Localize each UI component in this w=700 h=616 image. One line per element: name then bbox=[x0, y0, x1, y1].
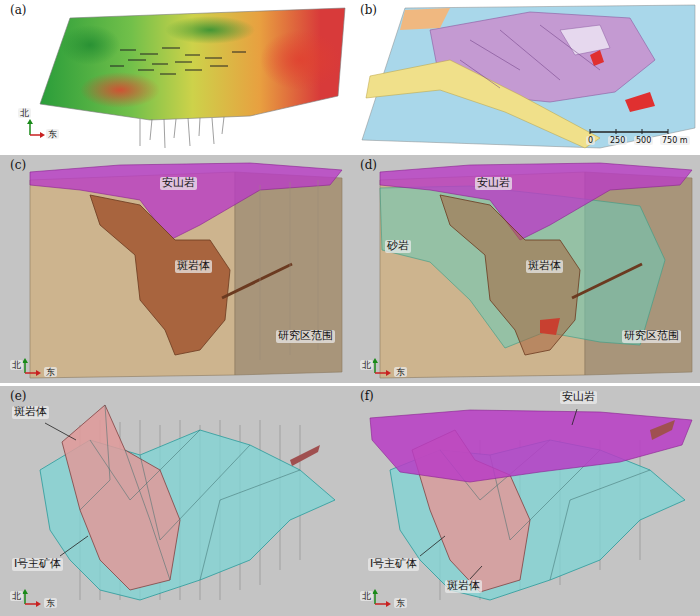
panel-label: (d) bbox=[358, 159, 379, 173]
map-label: Ⅰ号主矿体 bbox=[12, 558, 63, 571]
map-label: 北 bbox=[360, 591, 373, 601]
geological-map bbox=[362, 5, 695, 148]
panel-label: (c) bbox=[8, 159, 28, 173]
map-label: 东 bbox=[394, 598, 407, 608]
panel-label: (b) bbox=[358, 4, 379, 18]
map-label: 东 bbox=[44, 598, 57, 608]
orebody-model bbox=[0, 386, 350, 616]
north-east-axis bbox=[22, 358, 41, 376]
north-east-axis bbox=[22, 589, 41, 607]
map-label: Ⅰ号主矿体 bbox=[368, 558, 419, 571]
figure-panel: (b) 0 250 500 750 m bbox=[350, 0, 700, 152]
map-label: 北 bbox=[18, 108, 31, 118]
figure-panel: (e) 斑岩体 Ⅰ号主矿体北东 bbox=[0, 386, 350, 616]
figure-panel: (f) 安山岩 Ⅰ号主矿体斑岩体北东 bbox=[350, 386, 700, 616]
panel-label: (e) bbox=[8, 390, 28, 404]
north-east-axis bbox=[372, 358, 391, 376]
panel-label: (a) bbox=[8, 4, 29, 18]
map-label: 500 bbox=[634, 136, 653, 145]
map-label: 斑岩体 bbox=[526, 260, 563, 273]
map-label: 斑岩体 bbox=[445, 580, 482, 593]
map-label: 北 bbox=[10, 591, 23, 601]
map-label: 安山岩 bbox=[475, 177, 512, 190]
north-east-axis bbox=[372, 589, 391, 607]
map-label: 北 bbox=[10, 360, 23, 370]
map-label: 750 m bbox=[660, 136, 690, 145]
map-label: 0 bbox=[586, 136, 595, 145]
block-model bbox=[0, 155, 350, 383]
terrain-surface bbox=[40, 8, 345, 148]
map-label: 研究区范围 bbox=[276, 330, 335, 343]
map-label: 250 bbox=[608, 136, 627, 145]
figure-panel: (d) 安山岩砂岩斑岩体研究区范围北东 bbox=[350, 155, 700, 383]
map-label: 东 bbox=[44, 367, 57, 377]
map-label: 斑岩体 bbox=[175, 260, 212, 273]
map-label: 斑岩体 bbox=[12, 406, 49, 419]
map-label: 安山岩 bbox=[160, 177, 197, 190]
map-label: 研究区范围 bbox=[622, 330, 681, 343]
block-model bbox=[350, 155, 700, 383]
panel-label: (f) bbox=[358, 390, 376, 404]
map-label: 安山岩 bbox=[560, 391, 597, 404]
map-label: 东 bbox=[394, 367, 407, 377]
map-label: 砂岩 bbox=[385, 240, 411, 253]
map-label: 东 bbox=[46, 129, 59, 139]
map-label: 北 bbox=[360, 360, 373, 370]
figure-panel: (a) 北东 bbox=[0, 0, 350, 152]
north-east-axis bbox=[27, 119, 45, 138]
orebody-model bbox=[350, 386, 700, 616]
figure-panel: (c) 安山岩斑岩体研究区范围北东 bbox=[0, 155, 350, 383]
